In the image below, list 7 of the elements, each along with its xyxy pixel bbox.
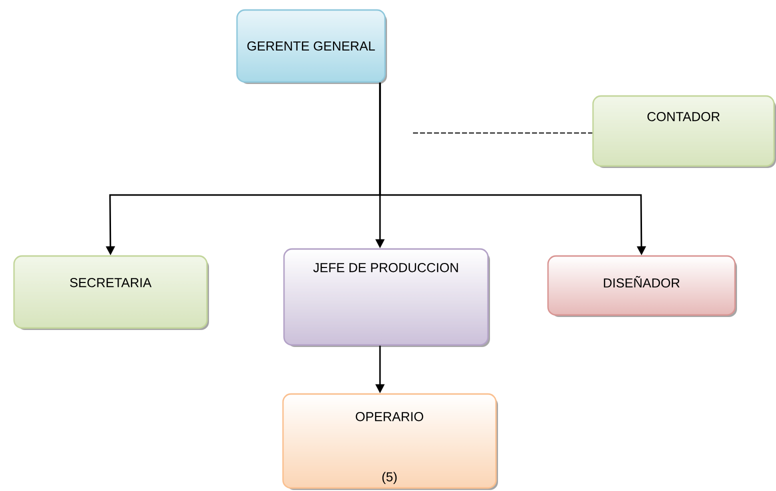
role-box: OPERARIO (5) <box>282 393 498 490</box>
manager-box: GERENTE GENERAL <box>236 9 387 84</box>
dashed-line <box>412 132 593 134</box>
role-box: CONTADOR <box>592 95 776 168</box>
role-box: SECRETARIA <box>13 255 209 330</box>
role-box: DISEÑADOR <box>547 255 737 317</box>
role-box: JEFE DE PRODUCCION <box>283 248 490 347</box>
